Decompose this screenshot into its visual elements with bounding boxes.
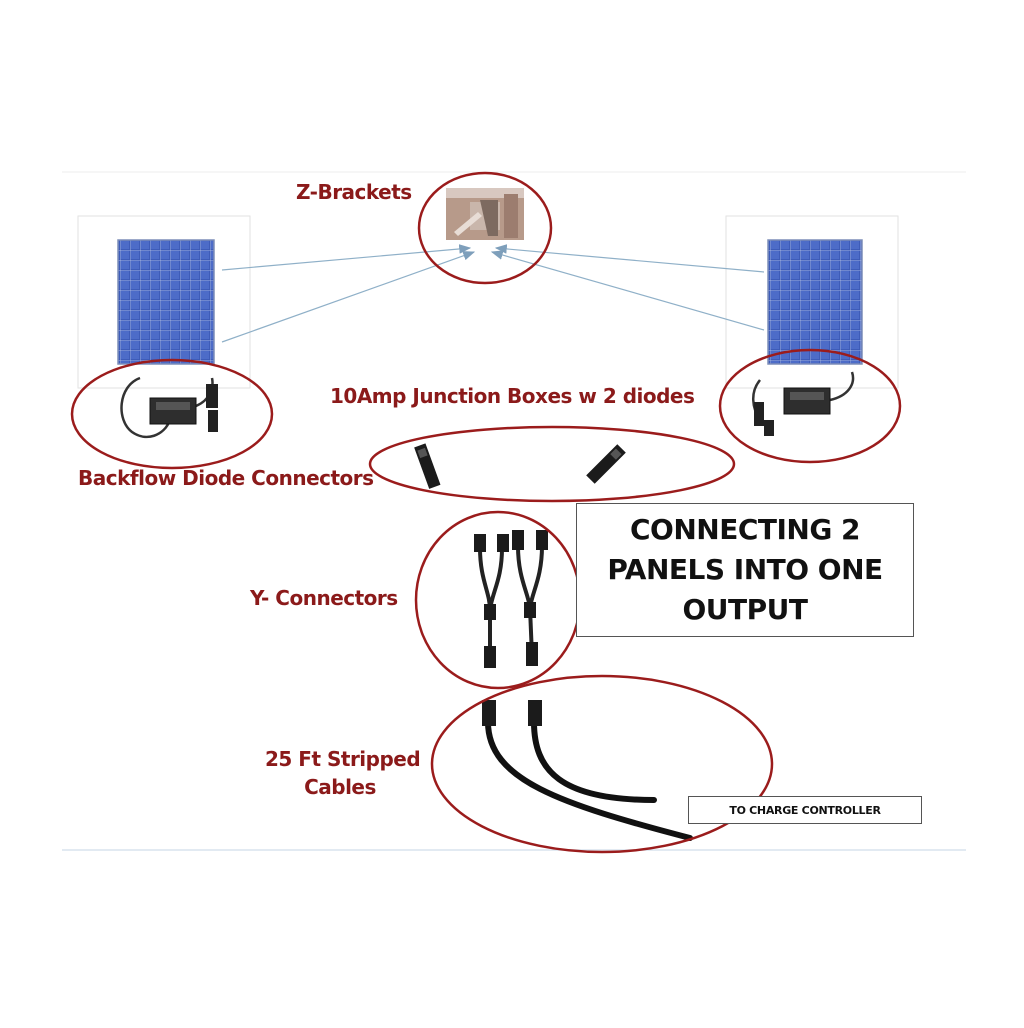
stripped-cable-plugs bbox=[482, 700, 542, 726]
ellipse-diode-connectors bbox=[368, 425, 736, 503]
y-connector-1-plugs bbox=[474, 534, 509, 668]
junction-box-left bbox=[120, 376, 218, 439]
solar-panel-left bbox=[77, 215, 251, 389]
diode-connector-1 bbox=[414, 443, 441, 489]
backflow-diode-label: Backflow Diode Connectors bbox=[78, 466, 374, 490]
ellipse-junction-box-left bbox=[70, 358, 274, 470]
ellipse-stripped-cables bbox=[430, 674, 774, 854]
title-line-2: PANELS INTO ONE bbox=[607, 553, 883, 586]
ellipse-junction-box-right bbox=[718, 348, 902, 464]
charge-controller-box: TO CHARGE CONTROLLER bbox=[688, 796, 922, 824]
title-box: CONNECTING 2 PANELS INTO ONE OUTPUT bbox=[576, 503, 914, 637]
z-brackets-label: Z-Brackets bbox=[296, 180, 412, 204]
stripped-cables bbox=[485, 719, 693, 841]
junction-box-right bbox=[752, 371, 855, 436]
solar-panel-right bbox=[725, 215, 899, 389]
stripped-cables-label: 25 Ft Stripped Cables bbox=[265, 745, 421, 801]
ellipse-z-brackets bbox=[417, 171, 553, 285]
y-connectors-label: Y- Connectors bbox=[250, 586, 398, 610]
y-connector-2 bbox=[516, 545, 544, 657]
y-connector-2-plugs bbox=[512, 530, 548, 666]
stripped-cables-label-line1: 25 Ft Stripped bbox=[265, 747, 421, 771]
charge-controller-label: TO CHARGE CONTROLLER bbox=[729, 803, 881, 817]
title-line-3: OUTPUT bbox=[682, 593, 809, 626]
junction-boxes-label: 10Amp Junction Boxes w 2 diodes bbox=[330, 384, 695, 408]
stripped-cables-label-line2: Cables bbox=[304, 775, 376, 799]
bracket-arrows bbox=[221, 244, 765, 343]
title-line-1: CONNECTING 2 bbox=[629, 513, 861, 546]
z-bracket-image bbox=[446, 188, 524, 240]
diode-connector-2 bbox=[586, 444, 626, 484]
